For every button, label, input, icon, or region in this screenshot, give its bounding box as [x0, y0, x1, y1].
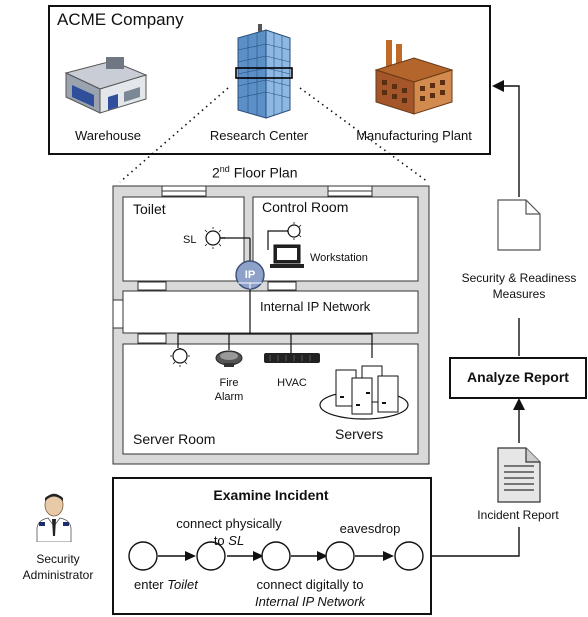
- step-connect-digitally: connect digitally to Internal IP Network: [255, 576, 365, 610]
- smart-light-icon: [204, 227, 225, 249]
- ip-hub-label: IP: [245, 269, 255, 281]
- state-circle-3: [261, 541, 291, 571]
- building-label-manufacturing-plant: Manufacturing Plant: [356, 128, 472, 143]
- ip-hub-icon: [235, 260, 265, 290]
- room-label-toilet: Toilet: [133, 201, 166, 217]
- fire-alarm-icon: [215, 350, 243, 367]
- security-administrator-icon: [36, 493, 72, 542]
- step-connect-physically-to: to: [213, 533, 229, 548]
- floor-plan-title-text: Floor Plan: [229, 164, 298, 181]
- warehouse-icon: [64, 57, 148, 114]
- step-connect-physically: connect physically to SL: [176, 515, 282, 549]
- floor-plan-title-number: 2: [212, 164, 220, 181]
- fire-alarm-label-1: Fire: [220, 377, 239, 389]
- step-connect-physically-line2: to SL: [176, 532, 282, 549]
- examine-incident-title: Examine Incident: [213, 487, 329, 503]
- fire-alarm-label-2: Alarm: [215, 391, 244, 403]
- incident-report-label: Incident Report: [477, 508, 559, 522]
- building-label-warehouse: Warehouse: [75, 128, 141, 143]
- workstation-icon: [270, 244, 304, 268]
- room-label-control-room: Control Room: [262, 199, 349, 215]
- security-administrator-label-line2: Administrator: [22, 568, 94, 582]
- step-enter-toilet: enter Toilet: [134, 577, 198, 592]
- state-circle-1: [128, 541, 158, 571]
- incident-report-document-icon: [497, 447, 541, 503]
- state-circle-4: [325, 541, 355, 571]
- room-label-server-room: Server Room: [133, 431, 216, 447]
- security-measures-label-line1: Security & Readiness: [461, 271, 577, 285]
- security-administrator-label: Security Administrator: [23, 551, 94, 583]
- hvac-icon: [264, 353, 320, 363]
- hvac-label: HVAC: [277, 377, 307, 389]
- step-connect-physically-target: SL: [228, 533, 245, 548]
- step-connect-digitally-line2: Internal IP Network: [255, 593, 365, 610]
- step-eavesdrop: eavesdrop: [339, 521, 401, 536]
- step-connect-physically-line1: connect physically: [176, 516, 282, 531]
- state-circle-2: [196, 541, 226, 571]
- analyze-report-label: Analyze Report: [467, 369, 569, 385]
- floor-plan-title: 2nd Floor Plan: [212, 164, 298, 181]
- servers-label: Servers: [335, 426, 384, 442]
- servers-icon: [319, 365, 409, 420]
- step-connect-digitally-target: Internal IP Network: [254, 594, 366, 609]
- step-enter-toilet-room: Toilet: [167, 577, 198, 592]
- floor-plan-title-ordinal: nd: [219, 164, 230, 174]
- server-room-light-icon: [170, 348, 190, 367]
- analyze-report-box: [449, 357, 587, 399]
- security-administrator-label-line1: Security: [36, 552, 80, 566]
- building-label-research-center: Research Center: [209, 128, 309, 143]
- security-measures-label: Security & Readiness Measures: [462, 270, 577, 302]
- internal-ip-network-label: Internal IP Network: [260, 299, 371, 314]
- step-connect-digitally-line1: connect digitally to: [256, 577, 364, 592]
- workstation-label: Workstation: [310, 252, 368, 264]
- state-circle-5: [394, 541, 424, 571]
- factory-icon: [374, 40, 454, 115]
- security-measures-label-line2: Measures: [492, 287, 546, 301]
- sl-label: SL: [183, 234, 196, 246]
- step-enter-toilet-text: enter: [134, 577, 168, 592]
- security-measures-document-icon: [497, 199, 541, 251]
- company-title: ACME Company: [57, 10, 184, 29]
- skyscraper-icon: [235, 24, 293, 119]
- control-room-light-icon: [287, 222, 302, 240]
